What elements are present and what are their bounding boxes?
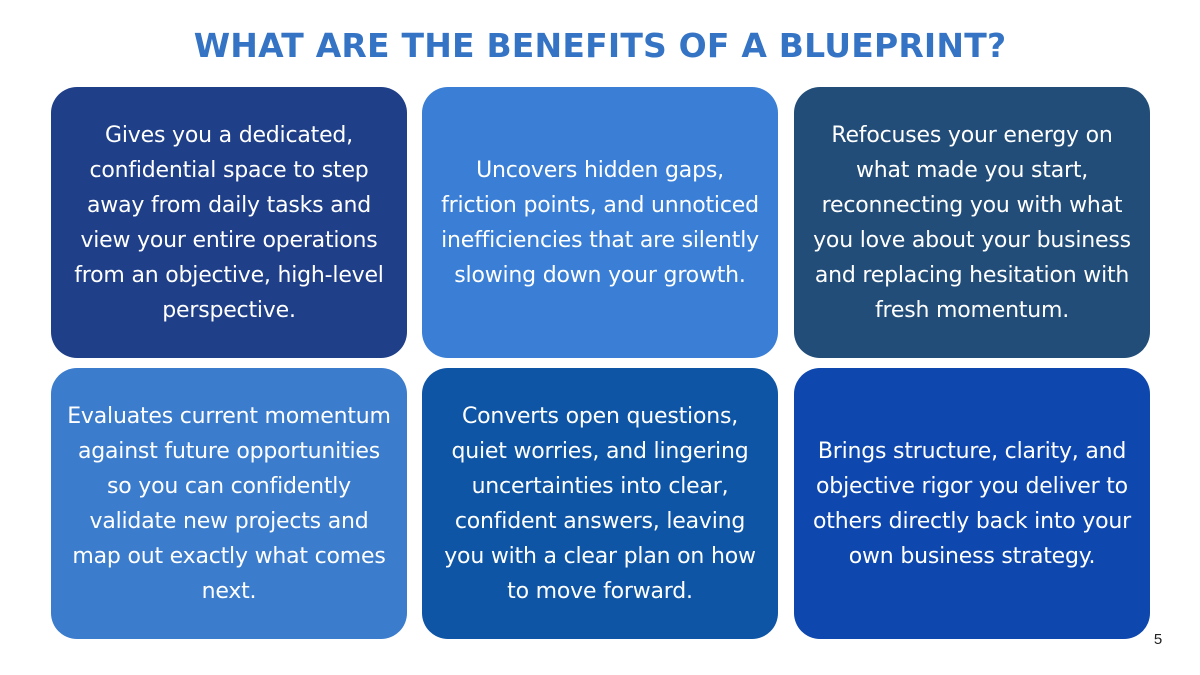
- page-number: 5: [1153, 631, 1163, 648]
- benefit-card-text: Gives you a dedicated, confidential spac…: [74, 122, 384, 323]
- benefit-card-text: Evaluates current momentum against futur…: [67, 403, 391, 604]
- benefit-card-text: Converts open questions, quiet worries, …: [444, 403, 756, 604]
- benefit-card-clear-answers: Converts open questions, quiet worries, …: [422, 368, 778, 639]
- benefit-card-structure-clarity: Brings structure, clarity, and objective…: [794, 368, 1150, 639]
- slide-title: WHAT ARE THE BENEFITS OF A BLUEPRINT?: [193, 26, 1007, 65]
- benefit-card-hidden-gaps: Uncovers hidden gaps, friction points, a…: [422, 87, 778, 358]
- benefit-card-evaluate-momentum: Evaluates current momentum against futur…: [51, 368, 407, 639]
- benefit-card-text: Uncovers hidden gaps, friction points, a…: [441, 157, 759, 288]
- benefit-card-refocus-energy: Refocuses your energy on what made you s…: [794, 87, 1150, 358]
- benefit-card-text: Brings structure, clarity, and objective…: [813, 438, 1131, 569]
- benefit-card-dedicated-space: Gives you a dedicated, confidential spac…: [51, 87, 407, 358]
- benefit-card-text: Refocuses your energy on what made you s…: [813, 122, 1131, 323]
